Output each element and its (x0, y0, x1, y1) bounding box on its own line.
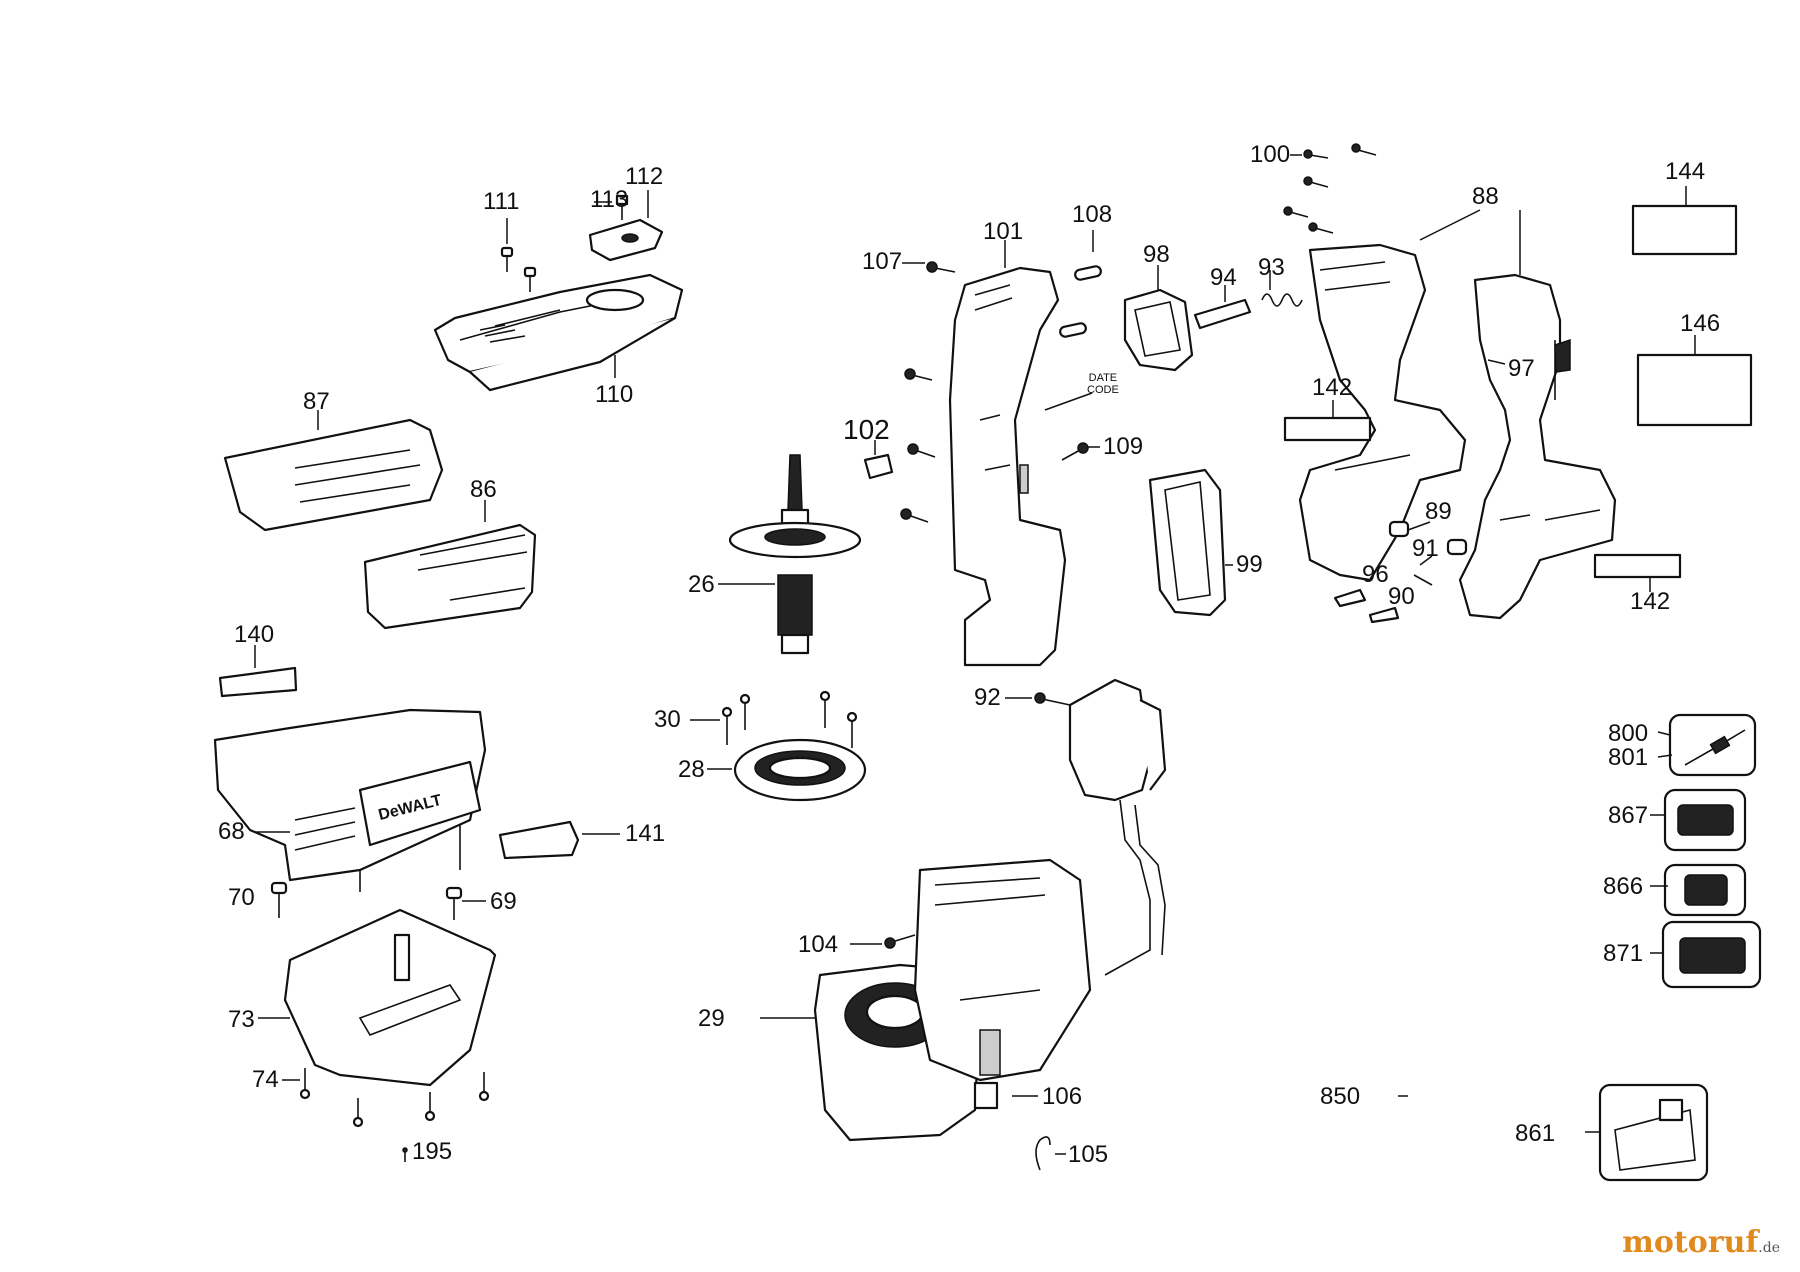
callout-871: 871 (1603, 940, 1644, 967)
callout-112: 112 (625, 163, 664, 190)
part-106-part (973, 1081, 1038, 1110)
part-98-seal (1123, 265, 1194, 372)
callout-69: 69 (490, 888, 517, 915)
part-97-button (1487, 359, 1506, 365)
callout-107: 107 (862, 248, 903, 275)
part-110-top-cover (433, 273, 684, 392)
callout-94: 94 (1210, 264, 1237, 291)
callout-142a: 142 (1312, 374, 1353, 401)
callout-26: 26 (688, 571, 715, 598)
callout-74: 74 (252, 1066, 279, 1093)
callout-90: 90 (1388, 583, 1415, 610)
callout-801: 801 (1608, 744, 1649, 771)
part-93-spring (1261, 270, 1303, 307)
callout-108: 108 (1072, 201, 1113, 228)
accessory-867-battery (1650, 788, 1747, 852)
part-140-label (218, 645, 298, 698)
callout-140: 140 (234, 621, 275, 648)
callout-101: 101 (983, 218, 1024, 245)
callout-68: 68 (218, 818, 245, 845)
callout-92: 92 (974, 684, 1001, 711)
accessory-800-801-cable (1657, 713, 1757, 777)
part-195-pin (402, 1147, 408, 1162)
callout-105: 105 (1068, 1141, 1109, 1168)
callout-109: 109 (1103, 433, 1144, 460)
callout-102: 102 (843, 414, 890, 445)
part-94-pin (1193, 285, 1252, 330)
part-101-housing-half (948, 240, 1093, 667)
callout-866: 866 (1603, 873, 1644, 900)
callout-104: 104 (798, 931, 839, 958)
part-108-pins (1059, 230, 1102, 338)
callout-97: 97 (1508, 355, 1535, 382)
part-111-screws (500, 218, 537, 292)
part-30-screws (690, 690, 858, 748)
callout-29: 29 (698, 1005, 725, 1032)
callout-89: 89 (1425, 498, 1452, 525)
part-68-housing: DeWALT (213, 708, 487, 892)
part-105-clip (1035, 1136, 1066, 1171)
callout-87: 87 (303, 388, 330, 415)
callout-861: 861 (1515, 1120, 1556, 1147)
part-142-labels (1283, 400, 1682, 592)
part-87-side-plate (223, 410, 444, 532)
callout-142b: 142 (1630, 588, 1671, 615)
callout-146: 146 (1680, 310, 1721, 337)
part-pcb-assembly (913, 858, 1092, 1082)
callout-28: 28 (678, 756, 705, 783)
date-code-label: DATE CODE (1087, 372, 1119, 396)
callout-70: 70 (228, 884, 255, 911)
watermark-main: motoruf (1622, 1225, 1759, 1260)
part-107-screws (900, 261, 956, 523)
part-102-clip (863, 440, 894, 480)
callout-93: 93 (1258, 254, 1285, 281)
callout-106: 106 (1042, 1083, 1083, 1110)
callout-800: 800 (1608, 720, 1649, 747)
part-92-handle-electronics (1005, 678, 1167, 976)
callout-867: 867 (1608, 802, 1649, 829)
callout-113: 113 (590, 186, 629, 213)
date-code-line1: DATE (1088, 372, 1118, 384)
date-code-line2: CODE (1087, 384, 1119, 397)
watermark-suffix: .de (1758, 1240, 1780, 1256)
part-144-146-boxes (1631, 186, 1753, 427)
callout-850: 850 (1320, 1083, 1361, 1110)
part-26-armature (718, 454, 862, 655)
callout-100: 100 (1250, 141, 1291, 168)
callout-110: 110 (595, 381, 634, 408)
callout-88: 88 (1472, 183, 1499, 210)
part-70-69-screws (270, 881, 486, 920)
part-74-screws (282, 1068, 490, 1128)
watermark: motoruf.de (1622, 1225, 1780, 1260)
callout-91: 91 (1412, 535, 1439, 562)
part-100-screws (1283, 143, 1377, 234)
part-28-bearing-plate (707, 738, 867, 802)
part-73-bottom-cover (258, 908, 497, 1087)
callout-30: 30 (654, 706, 681, 733)
part-86-side-plate (363, 500, 537, 630)
part-104-screw (850, 934, 916, 949)
accessory-871-charger (1650, 920, 1762, 989)
part-112-knob (588, 190, 664, 262)
callout-141: 141 (625, 820, 666, 847)
callout-73: 73 (228, 1006, 255, 1033)
callout-195: 195 (412, 1138, 453, 1165)
callout-86: 86 (470, 476, 497, 503)
part-141-label (498, 820, 620, 860)
callout-144: 144 (1665, 158, 1706, 185)
part-109-screw (1061, 442, 1100, 461)
callout-96: 96 (1362, 561, 1389, 588)
callout-99: 99 (1236, 551, 1263, 578)
callout-111: 111 (483, 188, 520, 215)
part-88-housing-right (1458, 210, 1617, 620)
callout-98: 98 (1143, 241, 1170, 268)
part-89-91-96-90 (1333, 520, 1468, 624)
part-99-gasket (1148, 468, 1233, 617)
accessory-866-battery (1650, 863, 1747, 917)
accessory-861-case (1585, 1083, 1709, 1182)
